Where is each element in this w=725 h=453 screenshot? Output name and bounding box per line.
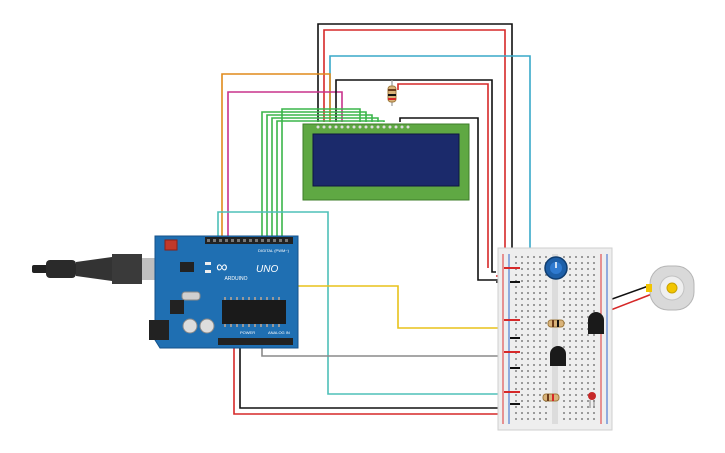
- wire-green-d4: [261, 111, 367, 236]
- breadboard-jumpers: [504, 267, 520, 405]
- arduino-brand-label: ARDUINO: [224, 276, 247, 282]
- wire-magenta: [227, 91, 343, 236]
- transistor-icon: [588, 312, 604, 334]
- wires: [217, 23, 655, 415]
- resistor-icon: [542, 393, 560, 402]
- wire-green-rs: [281, 108, 361, 236]
- usb-cable-icon: [32, 254, 168, 284]
- arduino-power-label: POWER: [240, 330, 255, 335]
- arduino-model-label: UNO: [256, 264, 278, 275]
- dc-motor-icon: [646, 265, 695, 311]
- arduino-digital-label: DIGITAL (PWM~): [258, 248, 290, 253]
- wire-red-5v: [233, 342, 500, 415]
- arduino-logo-icon: ∞: [216, 259, 227, 276]
- arduino-uno-board: ∞ ARDUINO UNO DIGITAL (PWM~) POWER ANALO…: [149, 235, 299, 349]
- wire-red-backlight: [397, 83, 489, 268]
- wire-black-lcd-right: [399, 117, 498, 281]
- resistor-icon: [547, 319, 565, 328]
- wire-green-d6: [271, 117, 379, 236]
- wire-black-gnd: [239, 342, 500, 409]
- wire-teal-sensor: [217, 211, 500, 395]
- resistor-icon: [387, 80, 397, 106]
- wire-black-lcd-k: [335, 79, 496, 273]
- wire-green-d7: [276, 120, 385, 236]
- temperature-sensor-icon: [550, 346, 566, 366]
- lcd-display: [302, 123, 470, 201]
- led-icon: [588, 392, 596, 408]
- potentiometer-icon: [544, 256, 568, 280]
- wire-orange: [221, 73, 331, 236]
- arduino-analog-label: ANALOG IN: [268, 330, 290, 335]
